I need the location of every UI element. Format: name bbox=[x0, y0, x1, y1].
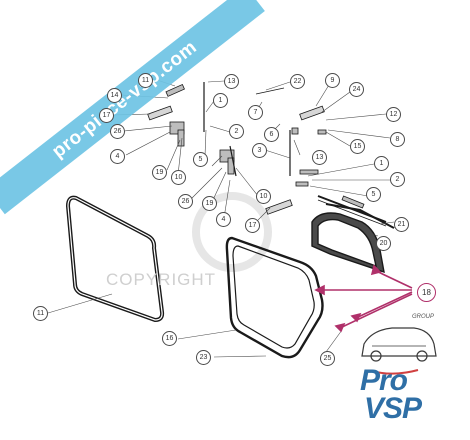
door-glass-20 bbox=[311, 203, 395, 274]
callout-22: 22 bbox=[290, 74, 305, 89]
logo-tagline: GROUP bbox=[412, 314, 435, 320]
watermark-ring bbox=[192, 192, 272, 272]
callout-14: 14 bbox=[107, 88, 122, 103]
seal-11-inner bbox=[67, 197, 163, 321]
callout-10-upper: 10 bbox=[171, 170, 186, 185]
callout-9: 9 bbox=[325, 73, 340, 88]
callout-11-lower: 11 bbox=[33, 306, 48, 321]
callout-23: 23 bbox=[196, 350, 211, 365]
callout-10-lower: 10 bbox=[256, 189, 271, 204]
callout-19-upper: 19 bbox=[152, 165, 167, 180]
callout-26-lower: 26 bbox=[178, 194, 193, 209]
callout-1-lower: 1 bbox=[374, 156, 389, 171]
callout-7: 7 bbox=[248, 105, 263, 120]
frame-16 bbox=[225, 236, 324, 359]
logo-wordmark-vsp: VSP bbox=[364, 392, 422, 425]
trim-21 bbox=[317, 195, 387, 227]
callout-12: 12 bbox=[386, 107, 401, 122]
callout-3: 3 bbox=[252, 143, 267, 158]
copyright-watermark: COPYRIGHT bbox=[106, 270, 217, 289]
callout-13-lower: 13 bbox=[312, 150, 327, 165]
callout-4-lower: 4 bbox=[216, 212, 231, 227]
callout-6: 6 bbox=[264, 127, 279, 142]
brand-logo: GROUP Pro VSP bbox=[352, 314, 456, 426]
callout-17-upper: 17 bbox=[99, 108, 114, 123]
callout-1-upper: 1 bbox=[213, 93, 228, 108]
callout-18: 18 bbox=[417, 283, 436, 302]
callout-4-upper: 4 bbox=[110, 149, 125, 164]
callout-20: 20 bbox=[376, 236, 391, 251]
callout-21: 21 bbox=[394, 217, 409, 232]
brackets bbox=[147, 83, 365, 215]
callout-26-upper: 26 bbox=[110, 124, 125, 139]
callout-8: 8 bbox=[390, 132, 405, 147]
callout-5-lower: 5 bbox=[366, 187, 381, 202]
callout-16: 16 bbox=[162, 331, 177, 346]
callout-19-lower: 19 bbox=[202, 196, 217, 211]
logo-wordmark-pro: Pro bbox=[360, 364, 408, 397]
struts bbox=[203, 82, 291, 177]
highlight-leaders bbox=[314, 264, 413, 333]
callout-17-lower: 17 bbox=[245, 218, 260, 233]
callout-2-lower: 2 bbox=[390, 172, 405, 187]
callout-24: 24 bbox=[349, 82, 364, 97]
logo-swoosh bbox=[375, 369, 419, 375]
callout-2-upper: 2 bbox=[229, 124, 244, 139]
callout-25: 25 bbox=[320, 351, 335, 366]
callout-11-upper: 11 bbox=[138, 73, 153, 88]
logo-car-outline bbox=[361, 327, 437, 362]
seal-11 bbox=[65, 195, 165, 323]
callout-13-upper: 13 bbox=[224, 74, 239, 89]
callout-5-upper: 5 bbox=[193, 152, 208, 167]
callout-15: 15 bbox=[350, 139, 365, 154]
